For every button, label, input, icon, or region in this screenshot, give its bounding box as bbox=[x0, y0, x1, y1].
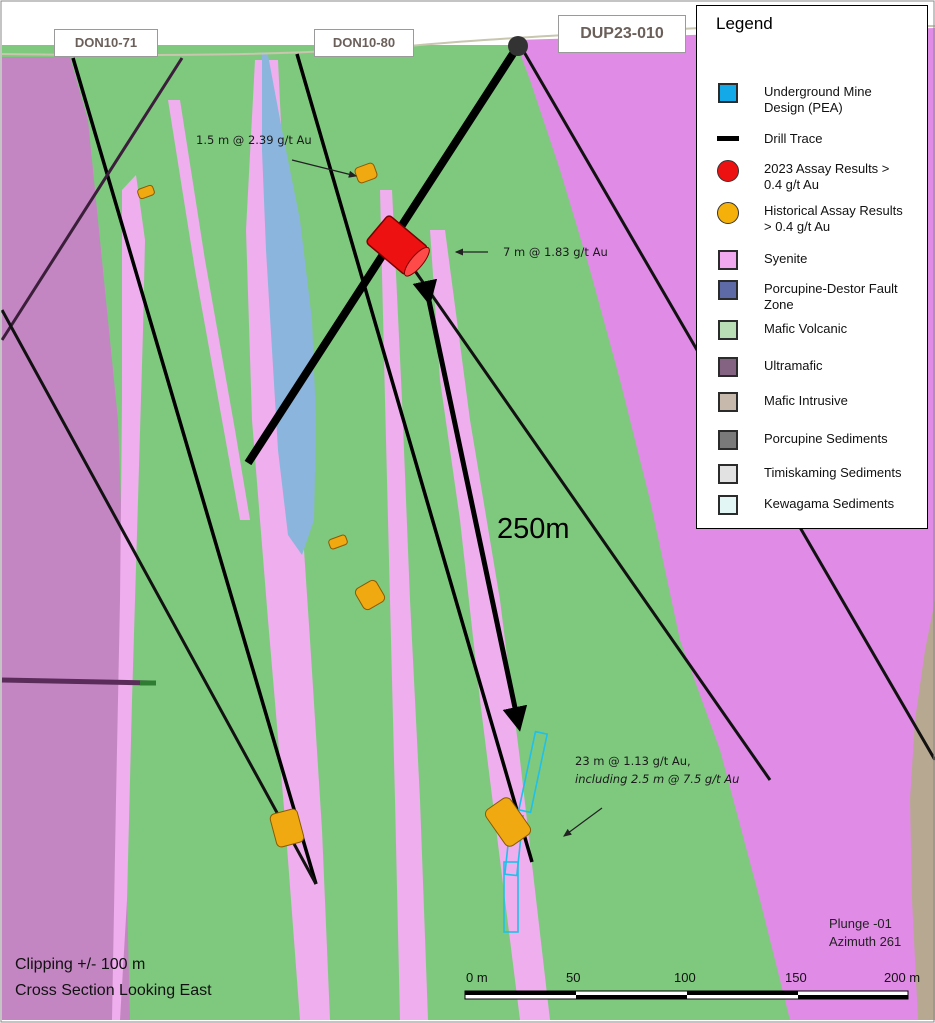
legend-swatch bbox=[718, 250, 738, 270]
azimuth-text: Azimuth 261 bbox=[829, 934, 902, 949]
legend-label: Porcupine Sediments bbox=[764, 431, 888, 446]
callout-arrow-lower bbox=[563, 807, 603, 837]
scale-tick-50: 50 bbox=[566, 970, 581, 985]
scale-tick-200: 200 m bbox=[884, 970, 921, 985]
scale-tick-0: 0 m bbox=[466, 970, 488, 985]
legend-swatch bbox=[718, 83, 738, 103]
drill-trace-left-diag-a bbox=[0, 57, 184, 341]
clipping-text: Clipping +/- 100 m bbox=[15, 956, 146, 973]
legend-label: Mafic Volcanic bbox=[764, 321, 848, 336]
assay-2023-red bbox=[366, 215, 430, 277]
hole-label-don10-80: DON10-80 bbox=[314, 29, 414, 57]
annotation-red-assay: 7 m @ 1.83 g/t Au bbox=[503, 245, 608, 259]
historical-assay-markers bbox=[137, 162, 532, 848]
drill-trace-don10-71 bbox=[71, 57, 318, 885]
annotation-lower-line1: 23 m @ 1.13 g/t Au, bbox=[575, 754, 691, 768]
annotation-lower-assay: 23 m @ 1.13 g/t Au, including 2.5 m @ 7.… bbox=[575, 752, 739, 788]
legend-swatch bbox=[718, 280, 738, 300]
legend-swatch bbox=[717, 202, 739, 224]
plunge-text: Plunge -01 bbox=[829, 916, 892, 931]
legend-label: Drill Trace bbox=[764, 131, 823, 146]
legend-swatch bbox=[718, 495, 738, 515]
legend-label: Underground Mine Design (PEA) bbox=[764, 84, 872, 115]
syenite-dyke-1 bbox=[112, 175, 145, 1020]
legend-label: Porcupine-Destor Fault Zone bbox=[764, 281, 898, 312]
legend-label: Mafic Intrusive bbox=[764, 393, 848, 408]
mafic-intrusive-unit bbox=[910, 600, 935, 1020]
ultramafic-band bbox=[1, 677, 153, 686]
hole-label-don10-71: DON10-71 bbox=[54, 29, 158, 57]
legend-swatch bbox=[718, 430, 738, 450]
syenite-dyke-3 bbox=[246, 60, 330, 1020]
legend-swatch bbox=[717, 136, 739, 141]
scale-tick-100: 100 bbox=[674, 970, 696, 985]
annotation-lower-line2: including 2.5 m @ 7.5 g/t Au bbox=[575, 772, 740, 786]
legend-label: Historical Assay Results > 0.4 g/t Au bbox=[764, 203, 903, 234]
callout-arrow-upper bbox=[291, 159, 358, 178]
legend-label: Timiskaming Sediments bbox=[764, 465, 902, 480]
legend-swatch bbox=[717, 160, 739, 182]
legend-title: Legend bbox=[716, 14, 773, 33]
legend-label: Ultramafic bbox=[764, 358, 823, 373]
legend-swatch bbox=[718, 320, 738, 340]
annotation-upper-assay: 1.5 m @ 2.39 g/t Au bbox=[196, 133, 312, 147]
syenite-dyke-4 bbox=[380, 190, 428, 1020]
scale-tick-150: 150 bbox=[785, 970, 807, 985]
legend-swatch bbox=[718, 357, 738, 377]
legend-panel: Legend Underground Mine Design (PEA) Dril… bbox=[696, 5, 928, 529]
view-direction-text: Cross Section Looking East bbox=[15, 982, 212, 999]
scale-bar bbox=[464, 990, 909, 1000]
ultramafic-unit-left bbox=[2, 57, 130, 1020]
legend-label: Syenite bbox=[764, 251, 808, 266]
hole-label-dup23-010: DUP23-010 bbox=[558, 15, 686, 53]
fault-zone-lens bbox=[262, 52, 316, 555]
syenite-dyke-2 bbox=[168, 100, 250, 520]
collar-dup23-010 bbox=[508, 36, 528, 56]
distance-label: 250m bbox=[497, 513, 570, 545]
legend-swatch bbox=[718, 392, 738, 412]
legend-label: Kewagama Sediments bbox=[764, 496, 895, 511]
legend-swatch bbox=[718, 464, 738, 484]
drill-trace-left-diag-b bbox=[0, 309, 318, 885]
orientation-text: Plunge -01 Azimuth 261 bbox=[829, 915, 901, 951]
legend-label: 2023 Assay Results > 0.4 g/t Au bbox=[764, 161, 890, 192]
distance-arrow bbox=[412, 278, 528, 732]
